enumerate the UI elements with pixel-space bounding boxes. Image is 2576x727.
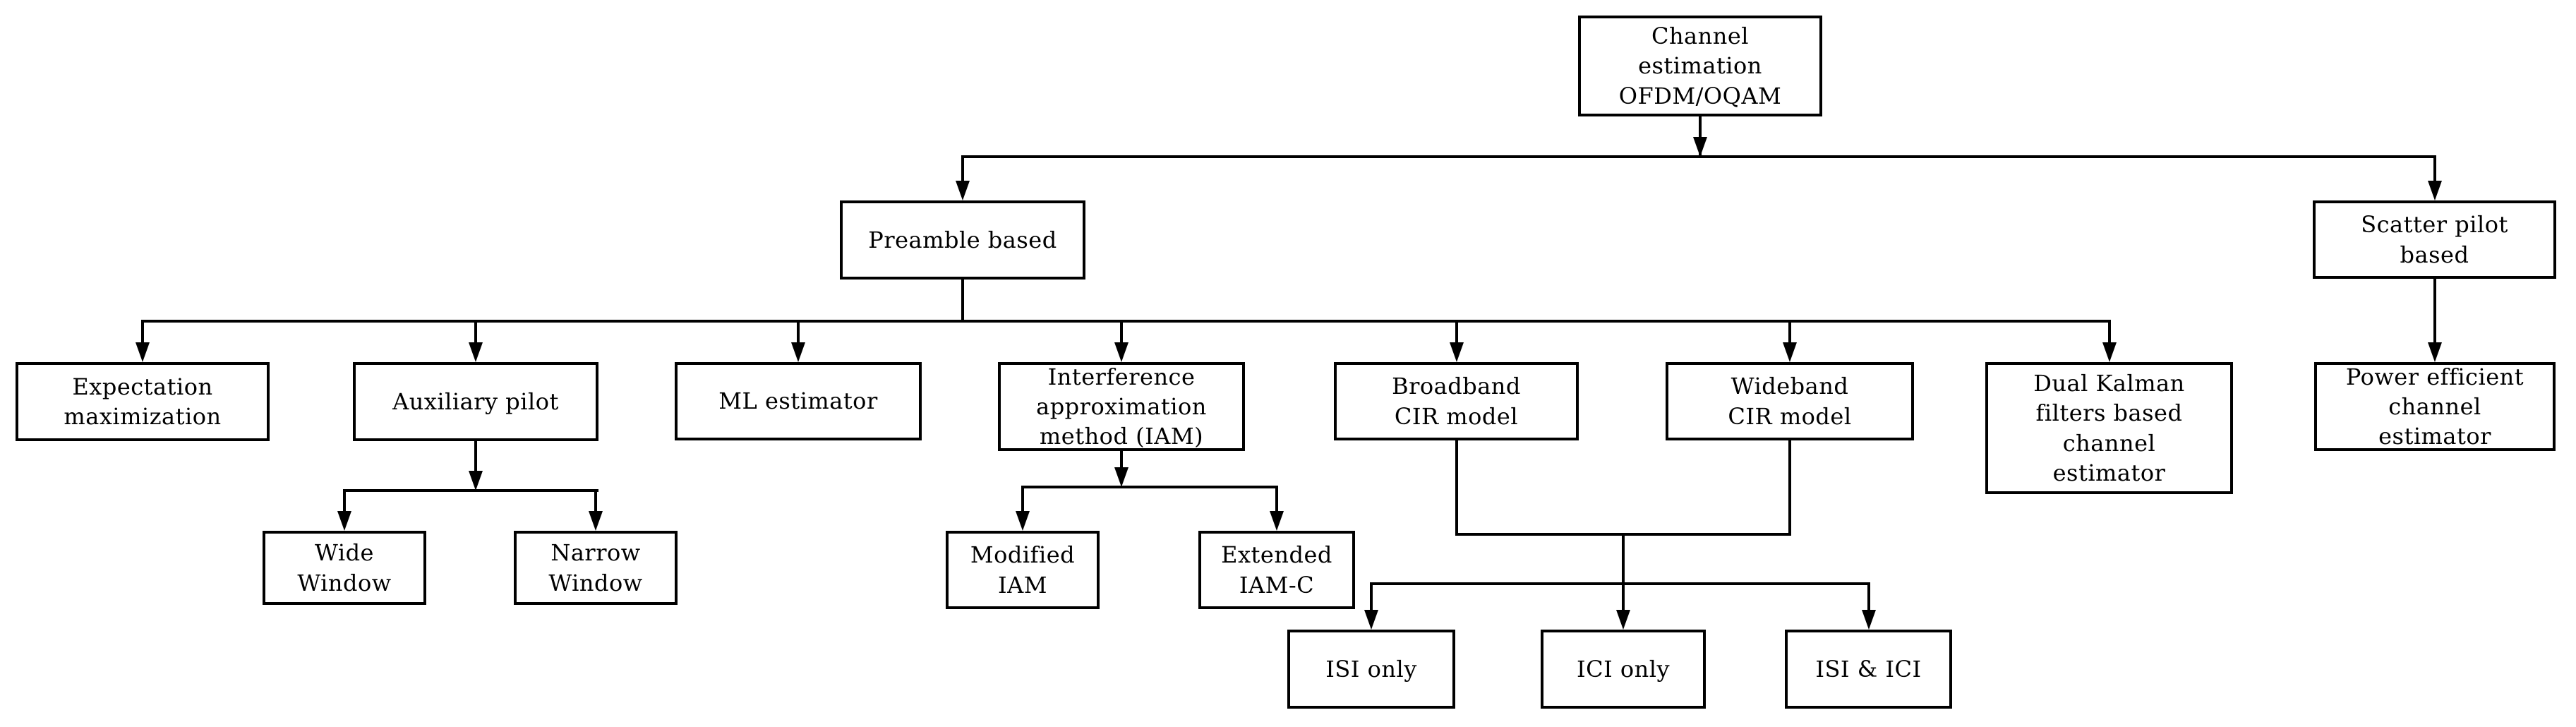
connector-vline-root-drop xyxy=(1699,116,1702,155)
node-power-efficient-channel-estimator: Power efficient channel estimator xyxy=(2314,362,2556,451)
connector-vline-preamble-drop xyxy=(961,280,964,321)
node-broadband-cir-model: Broadband CIR model xyxy=(1334,362,1579,440)
arrowhead-down-icon xyxy=(469,342,483,362)
arrowhead-down-icon xyxy=(956,181,970,200)
connector-hline-cir-join xyxy=(1455,533,1791,536)
arrowhead-down-icon xyxy=(791,342,805,362)
connector-vline-auxiliary-drop xyxy=(474,441,477,471)
arrowhead-down-icon xyxy=(337,511,351,531)
connector-vline-wideband-drop xyxy=(1788,440,1791,534)
arrowhead-down-icon xyxy=(1016,511,1030,531)
arrowhead-down-icon xyxy=(1270,511,1284,531)
node-ici-only: ICI only xyxy=(1541,630,1706,709)
node-preamble-based: Preamble based xyxy=(840,200,1085,280)
node-interference-approximation-method: Interference approximation method (IAM) xyxy=(998,362,1245,451)
node-isi-and-ici: ISI & ICI xyxy=(1785,630,1952,709)
connector-hline-cir-split xyxy=(1370,582,1870,585)
connector-vline-to-isi-only xyxy=(1370,585,1373,610)
arrowhead-down-icon xyxy=(1364,610,1378,630)
node-wideband-cir-model: Wideband CIR model xyxy=(1666,362,1914,440)
connector-vline-to-ml xyxy=(797,323,800,342)
connector-vline-to-expectation xyxy=(141,323,144,342)
arrowhead-down-icon xyxy=(1783,342,1797,362)
connector-vline-scatter-drop xyxy=(2433,279,2436,342)
connector-vline-to-narrow-window xyxy=(594,492,597,511)
node-scatter-pilot-based: Scatter pilot based xyxy=(2313,200,2556,279)
connector-vline-to-modified-iam xyxy=(1021,488,1024,511)
connector-vline-iam-drop xyxy=(1120,451,1123,467)
connector-vline-broadband-drop xyxy=(1455,440,1458,534)
connector-vline-to-extended-iamc xyxy=(1275,488,1278,511)
arrowhead-down-icon xyxy=(469,471,483,491)
connector-vline-to-preamble xyxy=(961,158,964,181)
arrowhead-down-icon xyxy=(136,342,150,362)
arrowhead-down-icon xyxy=(2428,342,2442,362)
connector-vline-cir-mid-drop xyxy=(1622,536,1625,610)
node-modified-iam: Modified IAM xyxy=(946,531,1100,609)
arrowhead-down-icon xyxy=(2428,181,2442,200)
connector-vline-to-iam xyxy=(1120,323,1123,342)
node-expectation-maximization: Expectation maximization xyxy=(16,362,270,441)
connector-vline-to-broadband xyxy=(1455,323,1458,342)
connector-hline-tier2 xyxy=(141,320,2111,323)
arrowhead-down-icon xyxy=(1693,137,1707,157)
connector-hline-tier1 xyxy=(961,155,2436,158)
connector-vline-to-auxiliary xyxy=(474,323,477,342)
node-dual-kalman-filters-estimator: Dual Kalman filters based channel estima… xyxy=(1985,362,2233,494)
connector-hline-auxiliary-split xyxy=(343,489,598,492)
arrowhead-down-icon xyxy=(1114,342,1128,362)
arrowhead-down-icon xyxy=(1862,610,1876,630)
node-auxiliary-pilot: Auxiliary pilot xyxy=(353,362,598,441)
node-extended-iamc: Extended IAM-C xyxy=(1198,531,1355,609)
arrowhead-down-icon xyxy=(1616,610,1630,630)
connector-vline-to-dual-kalman xyxy=(2108,323,2111,342)
connector-vline-to-scatter xyxy=(2433,158,2436,181)
connector-vline-to-wideband xyxy=(1788,323,1791,342)
node-isi-only: ISI only xyxy=(1287,630,1455,709)
arrowhead-down-icon xyxy=(1114,467,1128,487)
connector-hline-iam-split xyxy=(1021,486,1278,488)
node-wide-window: Wide Window xyxy=(263,531,426,605)
node-channel-estimation: Channel estimation OFDM/OQAM xyxy=(1578,16,1822,116)
connector-vline-to-isi-ici xyxy=(1867,585,1870,610)
connector-vline-to-wide-window xyxy=(343,492,346,511)
node-narrow-window: Narrow Window xyxy=(514,531,678,605)
arrowhead-down-icon xyxy=(2102,342,2117,362)
arrowhead-down-icon xyxy=(589,511,603,531)
arrowhead-down-icon xyxy=(1450,342,1464,362)
node-ml-estimator: ML estimator xyxy=(675,362,922,440)
